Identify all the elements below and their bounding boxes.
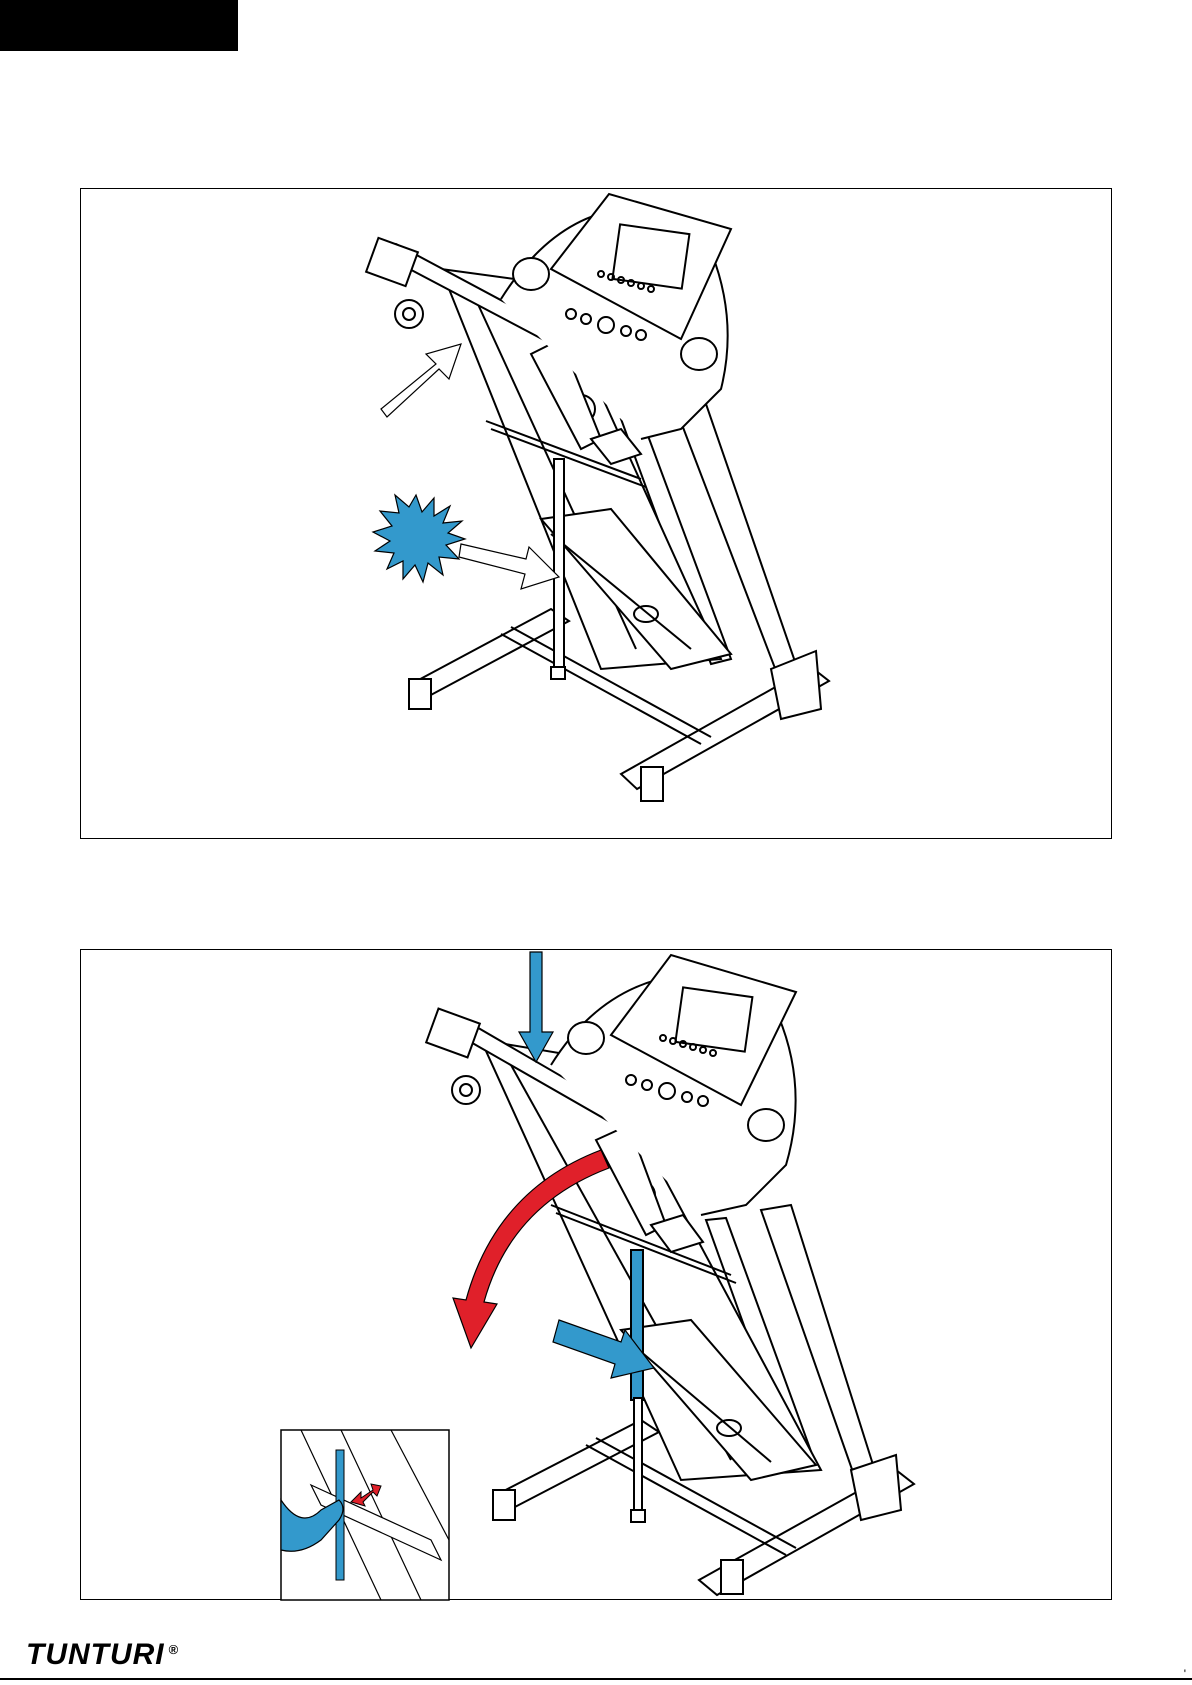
brand-logo-text: TUNTURI [26,1640,165,1670]
blue-click-burst-icon [373,495,465,582]
figure-1-treadmill-fold [80,188,1112,839]
treadmill-illustration-1 [81,189,1113,840]
left-foot-cap [409,679,431,709]
treadmill-illustration-2 [81,950,1113,1601]
front-foot-cap [641,767,663,801]
brand-logo: TUNTURI ® [26,1640,178,1670]
lock-rod [554,459,564,669]
footer-rule [0,1678,1192,1680]
inset-detail [281,1430,449,1600]
registered-mark: ® [169,1642,179,1657]
blue-arrow-down-icon [519,952,553,1062]
console-screen [675,987,752,1051]
grey-arrow-handle [381,344,461,417]
left-foot-cap [493,1490,515,1520]
grey-arrow-lock [459,544,559,589]
base-left-foot [411,609,569,696]
header-black-tab [0,0,238,51]
lock-rod-blue [631,1250,643,1400]
figure-2-treadmill-unfold [80,949,1112,1600]
front-foot-cap [721,1560,743,1594]
